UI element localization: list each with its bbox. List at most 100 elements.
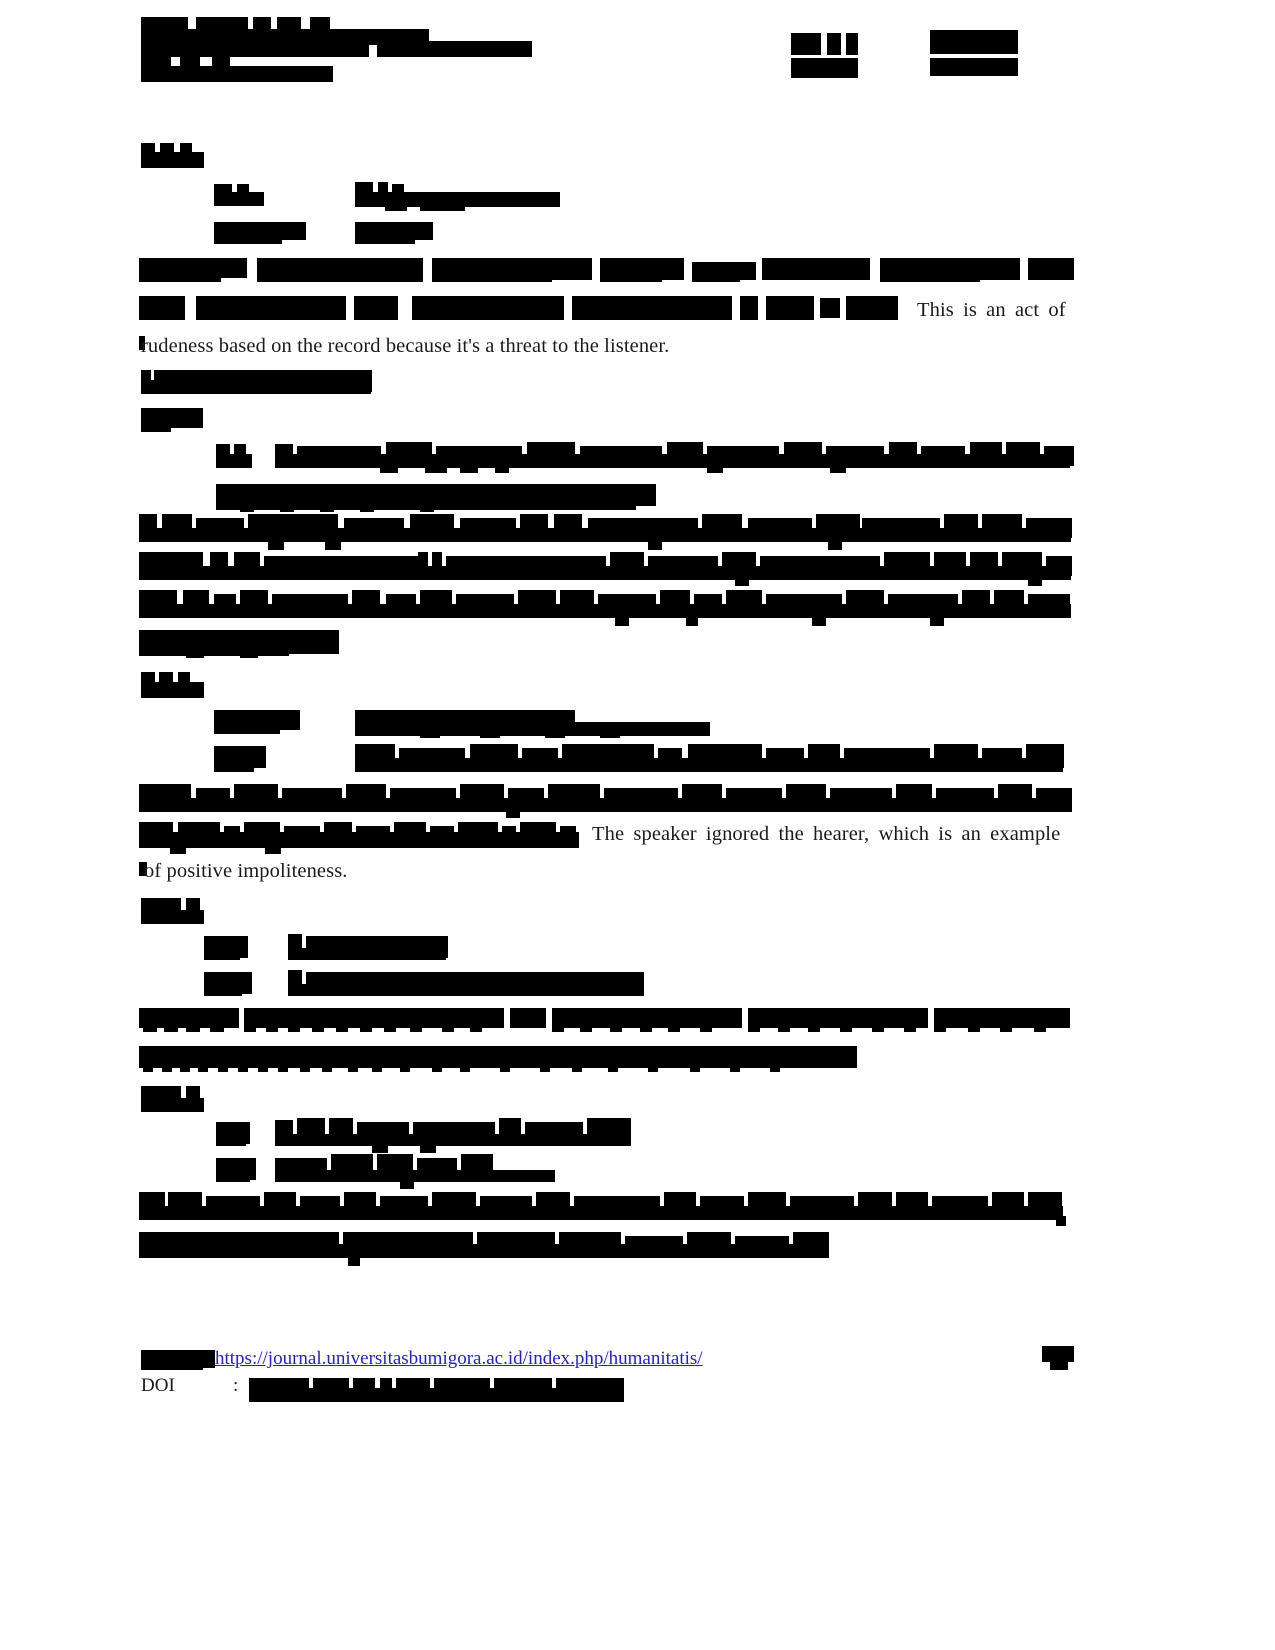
redaction-bar-body-38 [412,308,532,320]
redaction-bar-header-12 [791,33,821,55]
redaction-bar-body-245 [410,1018,422,1032]
redaction-bar-body-146 [615,616,629,626]
redaction-bar-body-72 [460,464,478,473]
redaction-bar-body-266 [1000,1018,1012,1032]
redaction-bar-body-244 [384,1018,396,1032]
redaction-bar-body-75 [830,464,846,473]
redaction-bar-body-279 [348,1058,358,1072]
redaction-bar-body-285 [540,1058,550,1072]
redaction-bar-body-235 [186,1018,200,1032]
redaction-bar-body-296 [216,1134,246,1146]
redaction-bar-body-14 [214,232,282,244]
redaction-bar-body-337 [139,1206,1063,1220]
redaction-bar-body-253 [640,1018,652,1032]
redaction-bar-body-233 [143,1018,157,1032]
redaction-bar-body-48 [141,380,371,394]
doi-label: DOI [141,1375,175,1396]
redaction-bar-body-70 [380,464,398,473]
redaction-bar-body-79 [280,504,294,512]
redaction-bar-header-11 [141,66,333,82]
redaction-bar-body-277 [300,1058,310,1072]
redaction-bar-body-261 [872,1018,884,1032]
redaction-bar-header-17 [930,58,1018,76]
redaction-bar-body-278 [322,1058,332,1072]
redaction-bar-body-82 [420,504,434,512]
redaction-bar-body-201 [506,808,520,818]
redaction-bar-body-45 [139,336,145,350]
redaction-bar-body-273 [218,1058,228,1072]
redaction-bar-body-165 [600,730,620,738]
redaction-bar-body-167 [214,758,254,772]
redaction-bar-body-11 [385,202,407,211]
redaction-bar-body-307 [420,1144,436,1153]
redaction-bar-body-153 [240,650,258,658]
redaction-bar-body-27 [692,270,740,282]
redaction-bar-body-264 [934,1018,946,1032]
redaction-bar-body-74 [707,464,723,473]
journal-url-link[interactable]: https://journal.universitasbumigora.ac.i… [215,1348,703,1369]
redaction-bar-footer-10 [249,1388,624,1402]
redaction-bar-body-152 [186,650,204,658]
redaction-bar-body-242 [336,1018,348,1032]
redaction-bar-body-43 [820,298,840,318]
redaction-bar-header-16 [930,30,1018,54]
redaction-bar-body-226 [288,948,446,960]
redaction-bar-body-306 [372,1144,388,1153]
redaction-bar-body-281 [400,1058,410,1072]
redaction-bar-footer-12 [1050,1360,1068,1370]
redaction-bar-body-275 [258,1058,268,1072]
redaction-bar-body-258 [778,1018,790,1032]
redaction-bar-body-28 [762,258,870,280]
redaction-bar-body-248 [510,1008,546,1028]
redaction-bar-body-262 [904,1018,916,1032]
redaction-bar-body-216 [170,846,186,854]
redaction-bar-body-223 [204,948,240,960]
redaction-bar-body-252 [610,1018,622,1032]
redaction-bar-body-80 [320,504,334,512]
redaction-bar-body-315 [275,1170,555,1182]
redaction-bar-body-102 [325,540,341,550]
redaction-bar-body-272 [198,1058,208,1072]
redaction-bar-body-101 [268,540,284,550]
redaction-bar-body-289 [690,1058,700,1072]
redaction-bar-header-14 [846,33,858,55]
redaction-bar-body-338 [1056,1216,1066,1226]
redaction-bar-body-231 [288,984,644,996]
redaction-bar-body-36 [354,296,398,320]
visible-sentence-2-continuation: of positive impoliteness. [144,860,348,882]
redaction-bar-body-236 [210,1018,224,1032]
redaction-bar-body-217 [265,846,281,854]
redaction-bar-body-53 [216,454,252,468]
redaction-bar-body-250 [552,1018,564,1032]
redaction-bar-header-15 [791,58,858,78]
redaction-bar-body-163 [480,730,500,738]
redaction-bar-body-237 [244,1008,504,1028]
redaction-bar-body-71 [425,464,447,473]
redaction-bar-body-104 [828,538,842,550]
redaction-bar-body-259 [808,1018,820,1032]
redaction-bar-body-265 [968,1018,980,1032]
redaction-bar-body-284 [500,1058,510,1072]
redaction-bar-header-9 [180,55,200,69]
redaction-bar-body-16 [355,232,415,244]
redaction-bar-body-162 [420,730,440,738]
redaction-bar-body-164 [545,730,565,738]
redaction-bar-body-218 [139,862,147,876]
redaction-bar-body-280 [372,1058,382,1072]
redaction-bar-body-181 [355,758,1063,772]
redaction-bar-body-255 [700,1018,712,1032]
redaction-bar-body-157 [141,682,204,698]
doi-separator: : [233,1375,239,1396]
redaction-bar-body-40 [572,308,702,320]
redaction-bar-body-23 [432,270,552,282]
visible-sentence-2-tail: The speaker ignored the hearer, which is… [592,823,1061,845]
redaction-bar-body-123 [1028,576,1042,586]
redaction-bar-body-305 [275,1134,631,1146]
redaction-bar-footer-1 [141,1360,203,1370]
redaction-bar-body-25 [600,270,662,282]
redaction-bar-body-243 [360,1018,372,1032]
redaction-bar-body-148 [812,616,826,626]
redaction-bar-body-50 [141,420,171,432]
redaction-bar-body-240 [288,1018,300,1032]
